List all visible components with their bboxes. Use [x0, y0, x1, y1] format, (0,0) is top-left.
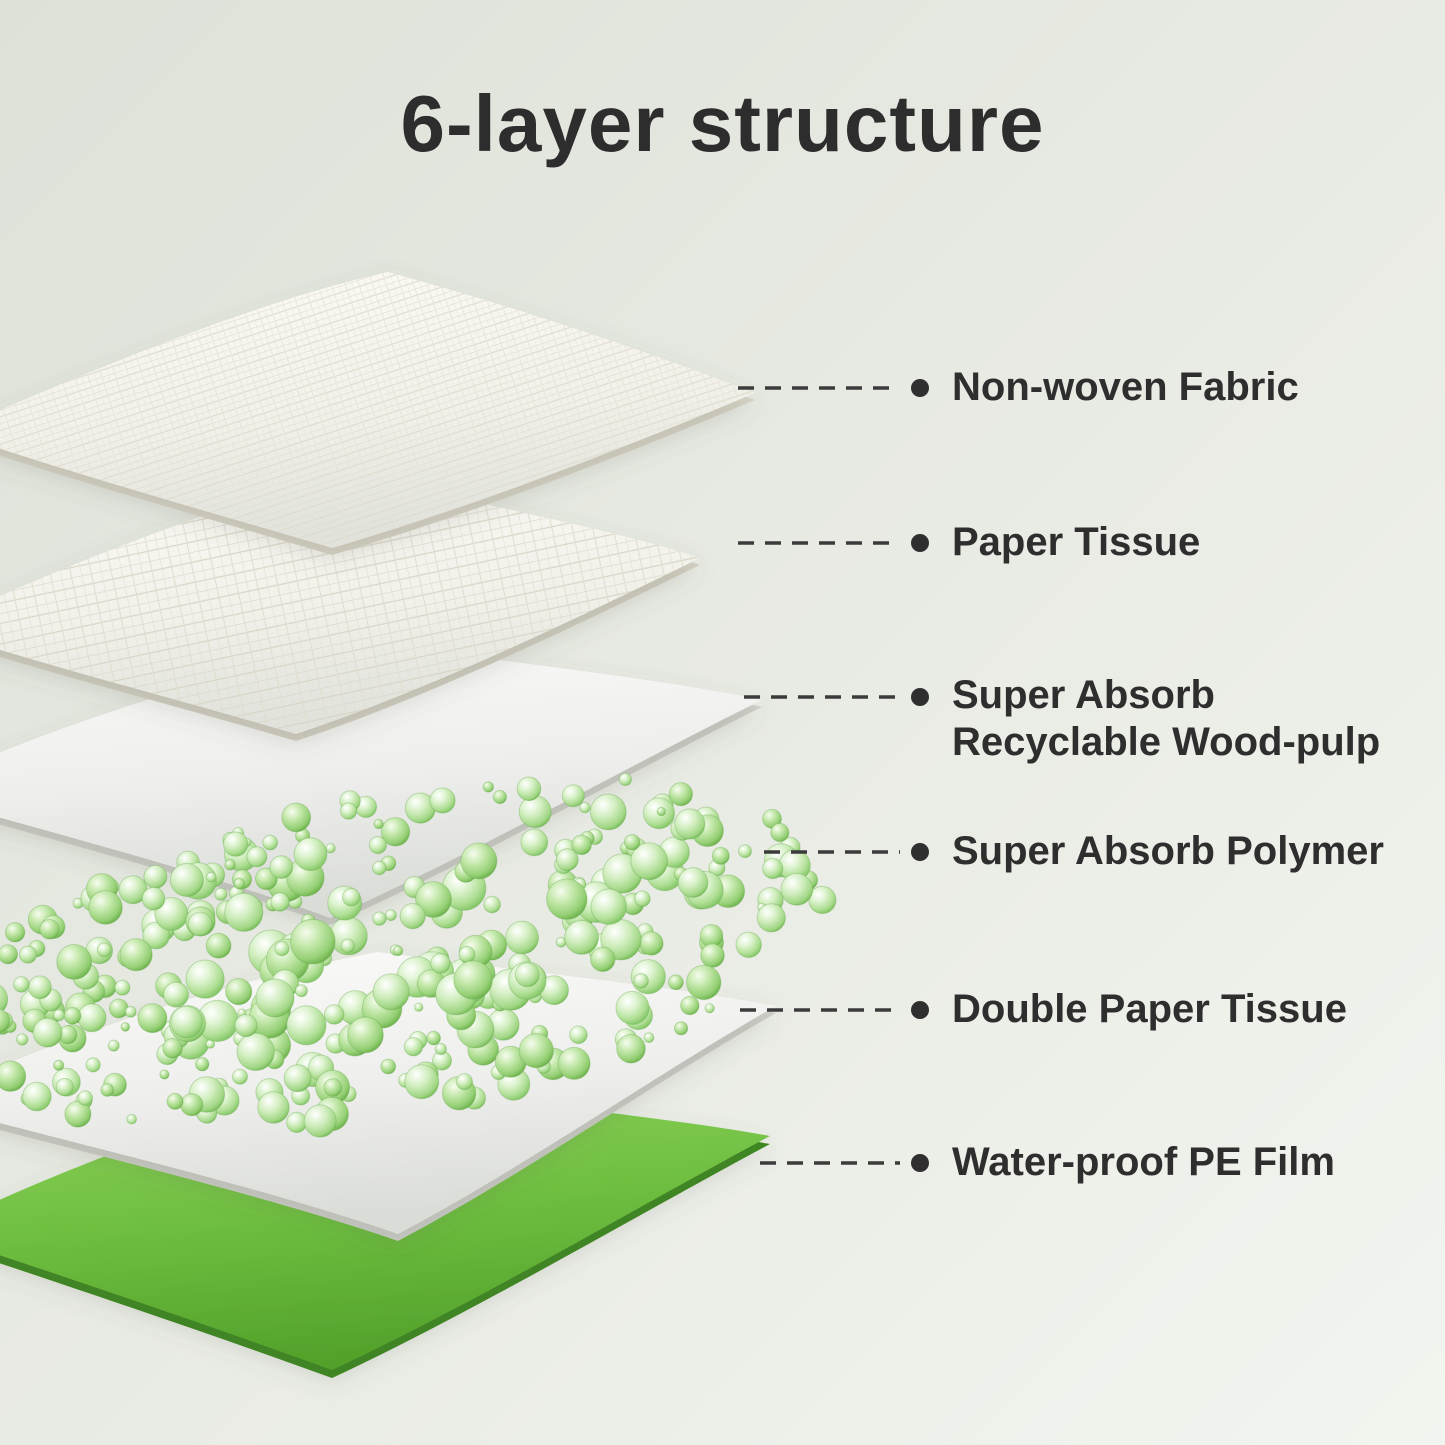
page-title: 6-layer structure [400, 79, 1045, 168]
callout-dot [911, 534, 929, 552]
layer-label-paper-tissue: Paper Tissue [952, 520, 1201, 564]
layer-label-non-woven-fabric: Non-woven Fabric [952, 365, 1299, 409]
layer-graphic-non-woven-fabric [0, 272, 755, 555]
callout-dot [911, 843, 929, 861]
callout-dot [911, 1001, 929, 1019]
callout-dot [911, 379, 929, 397]
layer-label-wood-pulp: Super Absorb Recyclable Wood-pulp [952, 673, 1381, 765]
layer-label-pe-film: Water-proof PE Film [952, 1140, 1335, 1184]
layer-graphic-polymer-beads [0, 772, 837, 1138]
callout-dot [911, 1154, 929, 1172]
layer-label-polymer: Super Absorb Polymer [952, 829, 1384, 873]
layer-graphic-paper-tissue [0, 472, 700, 741]
callout-dot [911, 688, 929, 706]
layer-label-double-paper-tissue: Double Paper Tissue [952, 987, 1347, 1031]
